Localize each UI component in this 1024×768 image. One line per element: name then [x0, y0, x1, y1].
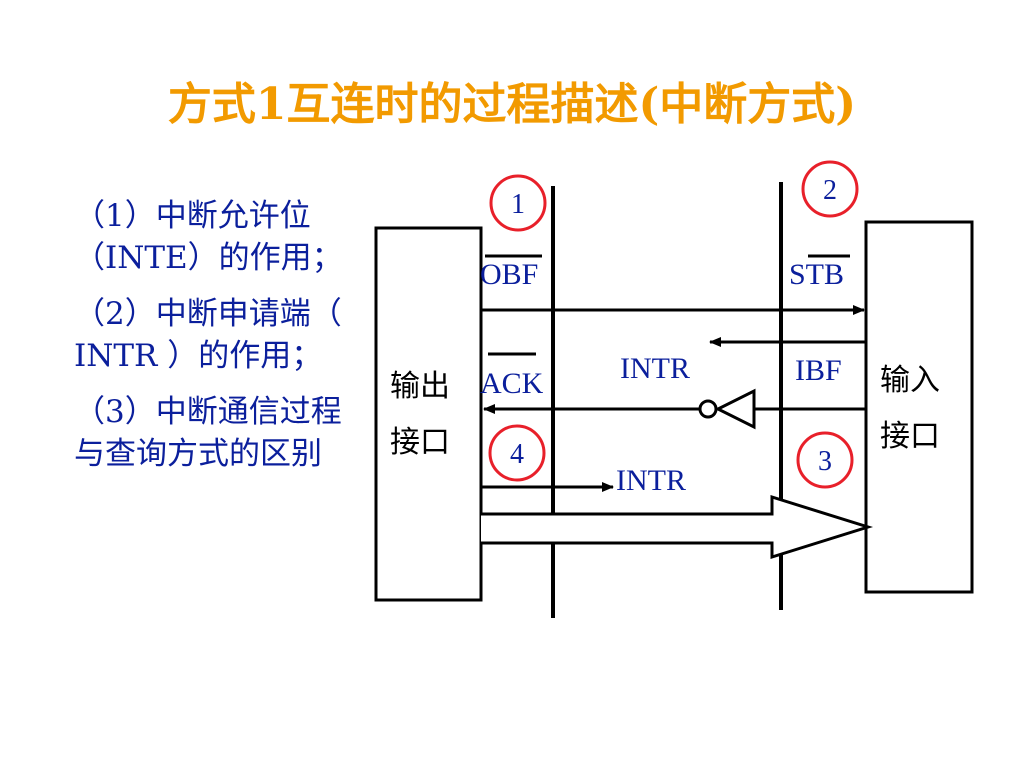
note-item-3: （3）中断通信过程与查询方式的区别	[74, 394, 342, 472]
step-circle-4	[488, 424, 546, 482]
intr-label-top: INTR	[620, 352, 690, 385]
input-interface-box	[864, 220, 974, 594]
step-number-2: 2	[823, 175, 837, 206]
input-interface-label-1: 输入	[880, 363, 940, 398]
inverter-gate-icon	[714, 388, 756, 430]
step-number-1: 1	[511, 189, 525, 220]
ibf-label: IBF	[795, 354, 842, 387]
step-number-3: 3	[818, 446, 832, 477]
output-interface-label-2: 接口	[390, 425, 450, 460]
input-interface-label-2: 接口	[880, 419, 940, 454]
note-item-1: （1）中断允许位（INTE）的作用；	[74, 198, 343, 276]
notes-list: （1）中断允许位（INTE）的作用； （2）中断申请端（ INTR ）的作用； …	[74, 195, 344, 489]
note-item-2: （2）中断申请端（ INTR ）的作用；	[74, 296, 342, 374]
page-title: 方式1互连时的过程描述(中断方式)	[167, 79, 857, 130]
output-interface-box	[374, 226, 483, 602]
inverter-bubble-icon	[698, 399, 718, 419]
step-circle-1	[489, 174, 547, 232]
obf-label: OBF	[480, 258, 538, 291]
intr-label-bottom: INTR	[616, 464, 686, 497]
output-interface-label-1: 输出	[390, 369, 450, 404]
step-number-4: 4	[510, 439, 524, 470]
stb-label: STB	[789, 258, 844, 291]
step-circle-2	[801, 160, 859, 218]
ack-label: ACK	[480, 367, 544, 400]
step-circle-3	[796, 431, 854, 489]
data-bus-arrow	[481, 494, 874, 560]
